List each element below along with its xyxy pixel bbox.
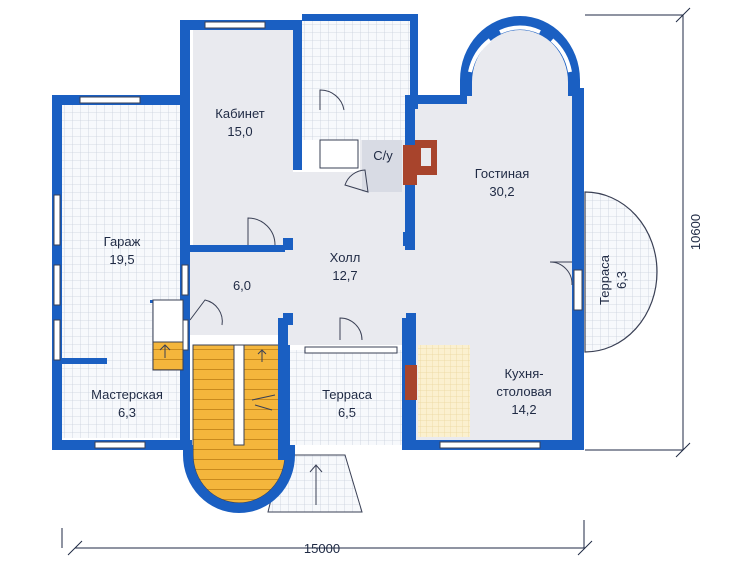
south-terrace-floor [290,350,402,445]
dimension-labels: 15000 10600 [304,214,703,556]
room-bathroom-name: С/у [373,148,393,163]
room-study-name: Кабинет [215,106,264,121]
room-corridor-area: 6,0 [233,278,251,293]
room-garage-name: Гараж [104,234,141,249]
room-workshop-name: Мастерская [91,387,163,402]
study-floor [193,30,293,250]
dimension-width: 15000 [304,541,340,556]
room-kitchen-name-1: Кухня- [504,366,543,381]
room-east-terrace-name: Терраса [597,254,612,305]
windows [53,21,583,449]
stove [403,140,437,400]
doors [189,89,573,341]
workshop-floor [62,363,180,438]
dimension-lines [61,7,691,556]
kitchen-wood-floor [418,345,470,437]
bay-windows [468,25,572,73]
room-workshop-area: 6,3 [118,405,136,420]
room-garage-area: 19,5 [109,252,134,267]
room-kitchen-name-2: столовая [496,384,551,399]
living-bay-floor [465,22,575,95]
room-hall-area: 12,7 [332,268,357,283]
room-east-terrace-area: 6,3 [614,271,629,289]
room-south-terrace-area: 6,5 [338,405,356,420]
room-hall-name: Холл [330,250,361,265]
room-living-name: Гостиная [475,166,530,181]
bathroom-floor [362,140,402,192]
room-study-area: 15,0 [227,124,252,139]
room-south-terrace-name: Терраса [322,387,373,402]
north-tile-floor [300,20,412,140]
room-living-area: 30,2 [489,184,514,199]
entry-arrow [309,464,323,505]
stair-details [152,299,276,446]
east-terrace-floor [584,191,658,353]
floors [62,20,658,513]
room-labels: Кабинет 15,0 С/у Гостиная 30,2 Гараж 19,… [91,106,629,420]
dimension-height: 10600 [688,214,703,250]
room-kitchen-area: 14,2 [511,402,536,417]
